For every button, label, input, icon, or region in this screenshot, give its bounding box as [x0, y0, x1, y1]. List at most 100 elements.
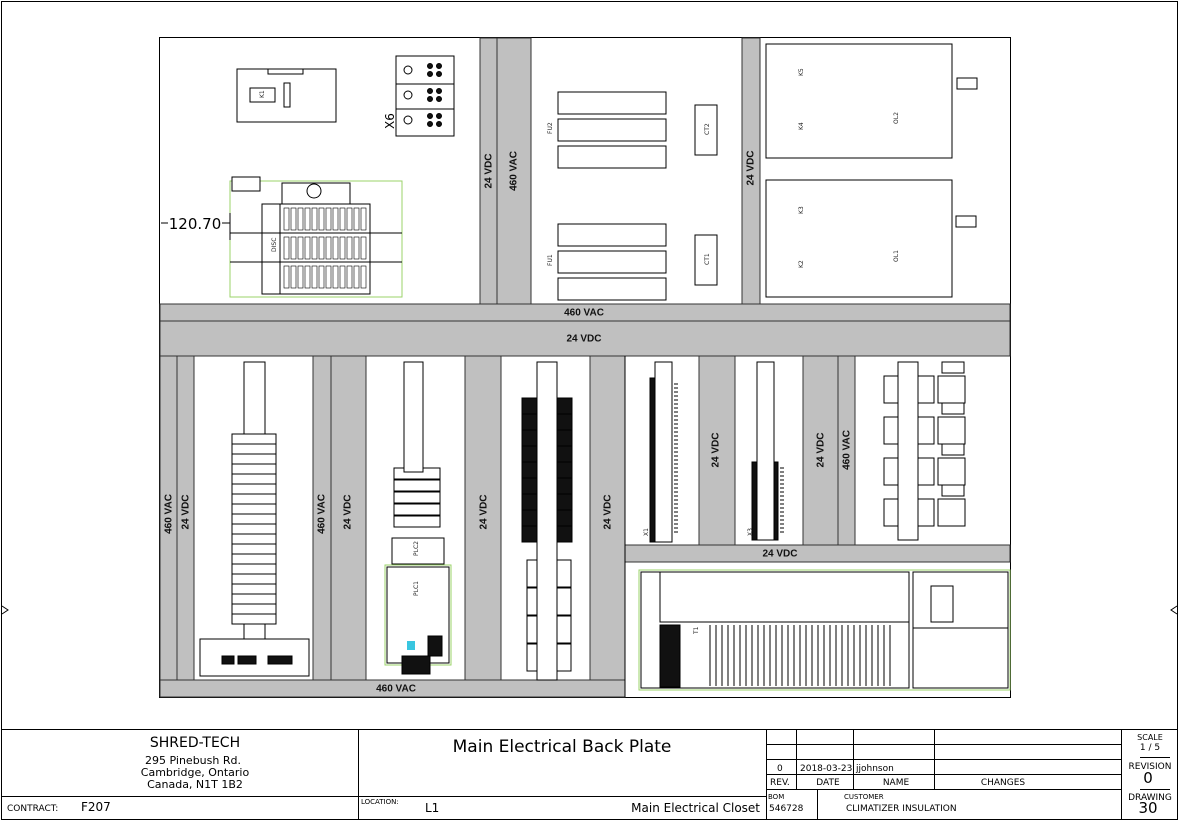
grid-cell [318, 236, 325, 260]
fuse-block-fu2: FU2 [547, 91, 667, 169]
revision-value: 0 [1143, 769, 1153, 787]
drawing-label: DRAWING [1128, 793, 1172, 803]
terminal-block-x6: X6 [383, 55, 455, 137]
grid-cell [339, 236, 346, 260]
grid-cell [318, 265, 325, 289]
grid-cell [325, 207, 332, 231]
duct-label: 24 VDC [343, 494, 354, 529]
scale-value: 1 / 5 [1140, 743, 1160, 753]
duct-label: 460 VAC [564, 308, 604, 319]
terminal-dot [427, 88, 433, 94]
breaker-pole [231, 603, 277, 615]
duct-b1-24vdc: 24 VDC [176, 355, 195, 681]
fuse-pole [393, 479, 441, 492]
component-tag: FU1 [547, 254, 554, 266]
wire-ducts: 24 VDC 460 VAC 24 VDC 460 VAC 24 VDC 460… [159, 37, 1011, 698]
aux-contact [941, 484, 965, 497]
address-line-1: 295 Pinebush Rd. [145, 754, 241, 767]
terminal-dot [436, 88, 442, 94]
grid-cell [297, 265, 304, 289]
grid-cell [339, 207, 346, 231]
din-rail [536, 361, 558, 681]
fuse [557, 145, 667, 169]
duct-label: 24 VDC [181, 494, 192, 529]
screw-icon [403, 115, 413, 125]
bom-value: 546728 [769, 804, 804, 814]
grid-cell [304, 207, 311, 231]
contract-label: CONTRACT: [7, 804, 58, 814]
current-transformer-ct2: CT2 [694, 104, 718, 156]
grid-cell [360, 236, 367, 260]
duct-b2-24vdc: 24 VDC [330, 355, 367, 681]
terminal-dot [427, 96, 433, 102]
drawing-title: Main Electrical Back Plate [453, 737, 672, 757]
terminal-dot [436, 113, 442, 119]
address-line-3: Canada, N1T 1B2 [147, 778, 243, 791]
fuse [557, 277, 667, 301]
rev-value: 0 [777, 764, 783, 774]
current-transformer-ct1: CT1 [694, 234, 718, 286]
bom-label: BOM [768, 793, 784, 801]
address-line-2: Cambridge, Ontario [141, 766, 250, 779]
duct-top-460vac: 460 VAC [496, 37, 532, 305]
component-tag: CT2 [704, 123, 711, 135]
duct-b2-460vac: 460 VAC [312, 355, 332, 681]
duct-label: 460 VAC [376, 684, 416, 695]
location-value: L1 [425, 801, 439, 815]
relay-k1: K1 [236, 68, 337, 123]
screw-icon [403, 90, 413, 100]
breaker-pole [231, 543, 277, 555]
breaker-pole [231, 443, 277, 455]
grid-cell [339, 265, 346, 289]
breaker-rail [231, 361, 277, 641]
mini-overload [937, 498, 966, 527]
breaker-pole [231, 433, 277, 445]
terminal-label: X6 [383, 113, 397, 129]
breaker-pole [231, 463, 277, 475]
heatsink-block [659, 624, 681, 688]
duct-b6-24vdc: 24 VDC [802, 355, 839, 546]
terminal-dot [427, 71, 433, 77]
grid-cell [346, 265, 353, 289]
terminal-dot [427, 113, 433, 119]
terminal-strip-x1: X1 [643, 361, 678, 543]
fuse [557, 91, 667, 115]
mini-overload [937, 416, 966, 445]
title-block: SHRED-TECH 295 Pinebush Rd. Cambridge, O… [2, 729, 1177, 819]
relay-rail [521, 361, 573, 681]
duct-label: 24 VDC [566, 334, 601, 345]
terminal-dot [436, 96, 442, 102]
duct-b4-24vdc: 24 VDC [589, 355, 626, 681]
highlight-module [407, 641, 415, 650]
grid-cell [353, 236, 360, 260]
grid-cell [311, 236, 318, 260]
location-label: LOCATION: [361, 798, 399, 806]
component-tag: CT1 [704, 253, 711, 265]
right-center-mark [1170, 605, 1178, 615]
terminal-dot [427, 121, 433, 127]
aux-contact [941, 443, 965, 456]
header-changes: CHANGES [981, 778, 1026, 788]
drawing-number: 30 [1138, 799, 1157, 817]
din-rail [654, 361, 673, 543]
auxiliary-contact [955, 215, 977, 228]
fuse-block-fu1: FU1 [547, 223, 667, 301]
duct-label: 460 VAC [317, 494, 328, 534]
breaker-pole [231, 473, 277, 485]
grid-cell [325, 236, 332, 260]
grid-cell [346, 207, 353, 231]
customer-label: CUSTOMER [844, 793, 884, 801]
starter-k3-k2-ol1: K3 K2 OL1 [765, 179, 953, 298]
breaker-pole [231, 563, 277, 575]
component-tag: PLC1 [413, 581, 420, 596]
grid-cell [283, 236, 290, 260]
grid-cell [353, 207, 360, 231]
terminal-strip-x3: X3 [747, 361, 784, 541]
grid-cell [297, 207, 304, 231]
fuse [557, 250, 667, 274]
terminal-dot [427, 63, 433, 69]
component-tag: K5 [798, 68, 805, 76]
duct-top-24vdc-a: 24 VDC [479, 37, 498, 305]
fuse-pole [393, 491, 441, 504]
